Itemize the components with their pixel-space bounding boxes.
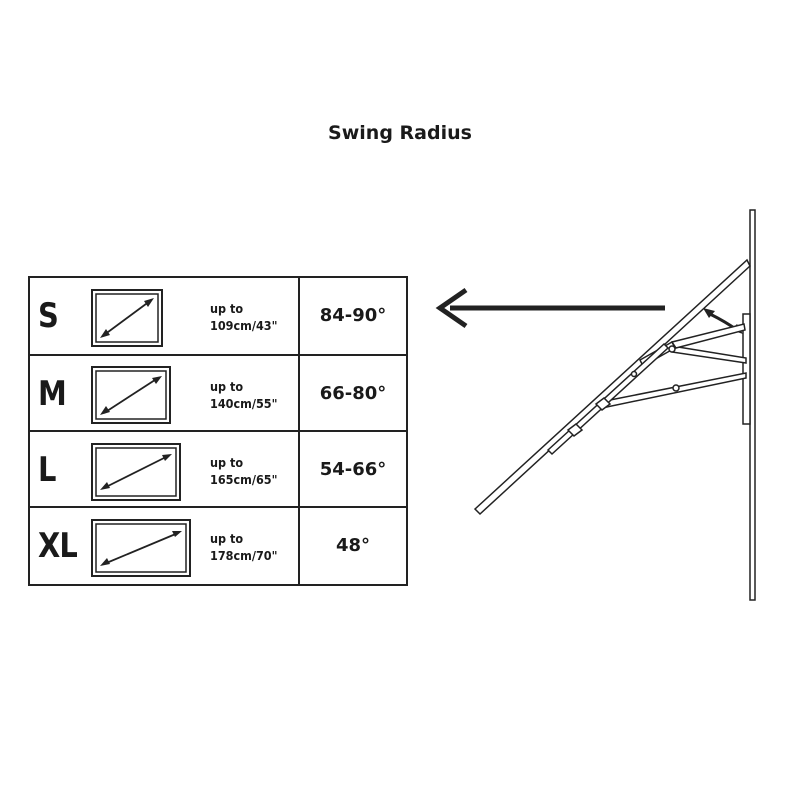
size-label: M (38, 374, 67, 414)
diagonal-prefix: up to (210, 531, 244, 546)
swing-radius-table: S up to 109cm/43" 84-90° M up to 140cm/5… (28, 276, 408, 586)
diagonal-value: 178cm/70" (210, 548, 278, 563)
diagonal-label: up to 165cm/65" (210, 454, 289, 488)
swing-angle: 54-66° (319, 459, 387, 480)
diagonal-prefix: up to (210, 455, 244, 470)
tv-panel (473, 258, 751, 516)
diagonal-value: 109cm/43" (210, 318, 278, 333)
size-label: XL (38, 526, 78, 566)
diagonal-value: 140cm/55" (210, 396, 278, 411)
swing-angle: 84-90° (319, 305, 387, 326)
table-row-xl: XL up to 178cm/70" 48° (30, 506, 406, 586)
side-view-diagram (435, 209, 756, 601)
table-row-l: L up to 165cm/65" 54-66° (30, 430, 406, 508)
mount-arms (546, 323, 747, 456)
wall-mount-icon (742, 313, 751, 425)
left-arrow-icon (435, 287, 665, 329)
table-row-m: M up to 140cm/55" 66-80° (30, 354, 406, 432)
diagonal-label: up to 178cm/70" (210, 530, 289, 564)
size-label: S (38, 296, 59, 336)
swing-angle: 66-80° (319, 383, 387, 404)
diagonal-prefix: up to (210, 301, 244, 316)
diagonal-prefix: up to (210, 379, 244, 394)
diagonal-label: up to 140cm/55" (210, 378, 289, 412)
size-label: L (38, 450, 56, 490)
tv-diagonal-icon (91, 519, 191, 577)
diagonal-label: up to 109cm/43" (210, 300, 289, 334)
tv-diagonal-icon (91, 366, 171, 424)
tv-diagonal-icon (91, 443, 181, 501)
diagonal-value: 165cm/65" (210, 472, 278, 487)
table-row-s: S up to 109cm/43" 84-90° (30, 278, 406, 354)
tv-diagonal-icon (91, 289, 163, 347)
diagram-title: Swing Radius (328, 122, 472, 144)
swing-angle: 48° (335, 535, 371, 556)
